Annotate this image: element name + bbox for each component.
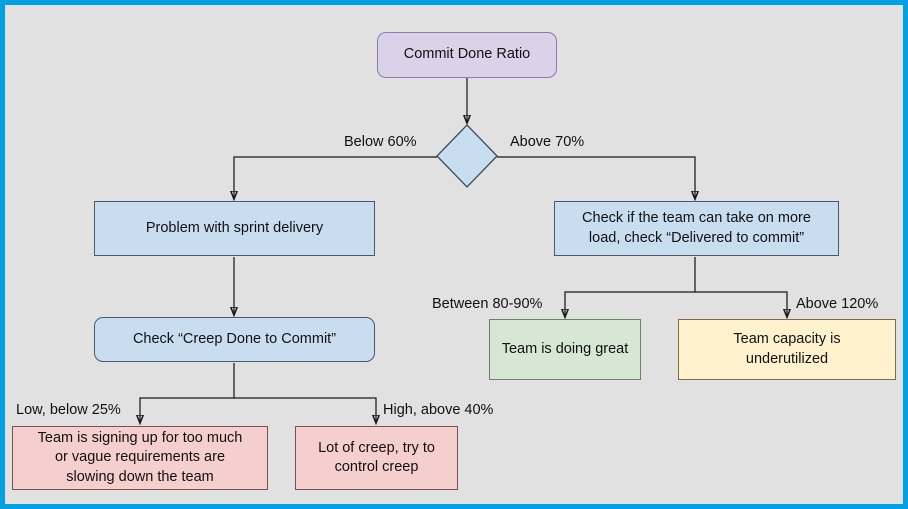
node-label: Commit Done Ratio — [403, 46, 531, 63]
edge-creep-to-signing — [140, 363, 235, 423]
decision-diamond — [436, 124, 498, 188]
edge-label-high-above-40: High, above 40% — [383, 402, 494, 418]
node-label: Team is doing great — [501, 340, 629, 357]
node-check-creep-done-to-commit[interactable]: Check “Creep Done to Commit” — [94, 317, 375, 362]
node-team-is-doing-great[interactable]: Team is doing great — [489, 319, 641, 380]
edge-creep-to-lotofcreep — [234, 397, 376, 423]
node-label: Lot of creep, try to control creep — [318, 439, 435, 475]
edge-decision-left — [234, 156, 437, 199]
edge-label-low-below-25: Low, below 25% — [16, 402, 121, 418]
node-label: Team is signing up for too much or vague… — [37, 430, 243, 485]
node-team-signing-up-too-much[interactable]: Team is signing up for too much or vague… — [12, 426, 268, 490]
edge-label-above-70: Above 70% — [510, 134, 585, 150]
edge-load-to-great — [565, 257, 696, 317]
diagram-canvas: Commit Done Ratio Problem with sprint de… — [5, 5, 903, 504]
node-label: Check “Creep Done to Commit” — [132, 330, 337, 347]
edge-label-between-80-90: Between 80-90% — [432, 296, 543, 312]
edge-decision-right — [497, 156, 695, 199]
node-check-more-load[interactable]: Check if the team can take on more load,… — [554, 201, 839, 256]
node-problem-with-sprint-delivery[interactable]: Problem with sprint delivery — [94, 201, 375, 256]
node-commit-done-ratio[interactable]: Commit Done Ratio — [377, 32, 557, 78]
edge-label-above-120: Above 120% — [796, 296, 879, 312]
edge-label-below-60: Below 60% — [344, 134, 417, 150]
node-label: Team capacity is underutilized — [733, 331, 841, 367]
node-label: Problem with sprint delivery — [145, 219, 324, 236]
edge-load-to-underutilized — [695, 291, 787, 317]
node-lot-of-creep[interactable]: Lot of creep, try to control creep — [295, 426, 458, 490]
node-label: Check if the team can take on more load,… — [582, 210, 811, 246]
node-team-capacity-underutilized[interactable]: Team capacity is underutilized — [678, 319, 896, 380]
